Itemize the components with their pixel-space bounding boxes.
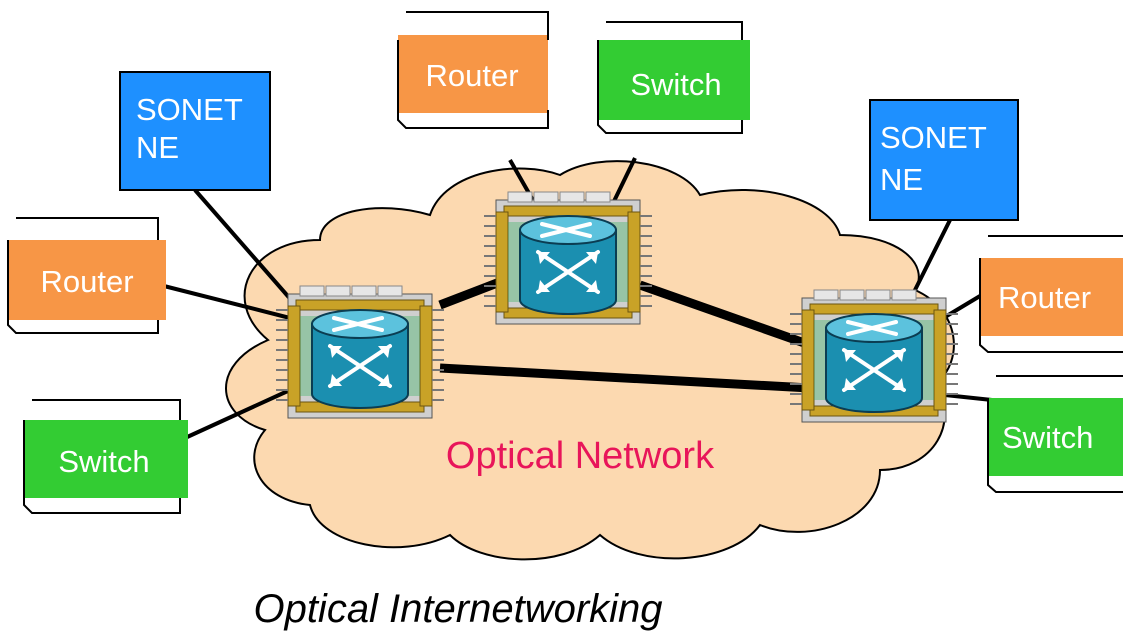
switch-top-label: Switch bbox=[630, 67, 721, 102]
sonet-left-line2: NE bbox=[136, 130, 179, 165]
sonet-right-line1: SONET bbox=[880, 120, 987, 155]
optical-crossconnect-top bbox=[482, 190, 654, 326]
router-right: Router bbox=[979, 235, 1123, 353]
router-top: Router bbox=[397, 11, 549, 129]
switch-top: Switch bbox=[597, 21, 750, 134]
router-right-label: Router bbox=[998, 280, 1091, 315]
switch-left: Switch bbox=[23, 399, 188, 514]
router-top-label: Router bbox=[425, 58, 518, 93]
sonet-right-line2: NE bbox=[880, 162, 923, 197]
cloud-label: Optical Network bbox=[446, 435, 715, 477]
switch-right: Switch bbox=[987, 375, 1123, 493]
optical-crossconnect-left bbox=[274, 284, 446, 420]
sonet-ne-left: SONET NE bbox=[119, 71, 271, 191]
switch-left-label: Switch bbox=[58, 444, 149, 479]
sonet-left-line1: SONET bbox=[136, 92, 243, 127]
switch-right-label: Switch bbox=[1002, 420, 1093, 455]
router-left: Router bbox=[7, 217, 166, 334]
optical-crossconnect-right bbox=[788, 288, 960, 424]
figure-caption: Optical Internetworking bbox=[253, 587, 662, 631]
sonet-ne-right: SONET NE bbox=[869, 99, 1019, 221]
optical-trunks bbox=[438, 275, 812, 393]
router-left-label: Router bbox=[40, 264, 133, 299]
